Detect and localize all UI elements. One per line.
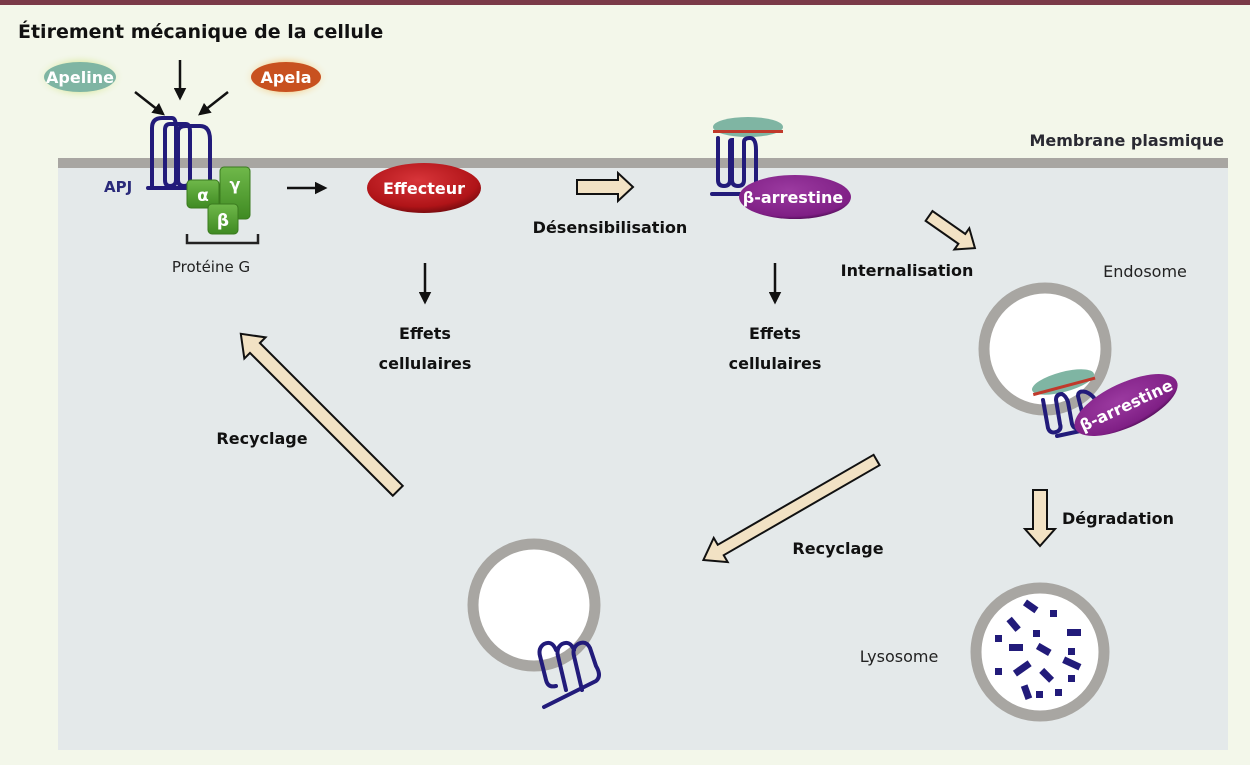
degraded-fragments — [995, 599, 1082, 700]
g-beta-subunit — [207, 203, 239, 235]
effector-label: Effecteur — [383, 179, 465, 198]
g-protein-label: Protéine G — [172, 258, 250, 276]
apeline-label: Apeline — [46, 68, 114, 87]
apeline-arrow — [134, 91, 165, 116]
effects-left-line2: cellulaires — [379, 354, 472, 373]
ligand-apela: Apela — [242, 53, 330, 101]
alpha-label: α — [197, 186, 209, 206]
gamma-label: γ — [230, 175, 241, 194]
apj-receptor-recycling-icon — [537, 640, 601, 709]
g-protein: α γ β — [186, 166, 251, 235]
apela-label: Apela — [261, 68, 312, 87]
degradation-label: Dégradation — [1062, 509, 1174, 528]
apj-label: APJ — [104, 178, 132, 196]
recycling-left-label: Recyclage — [216, 429, 307, 448]
recycling-arrow-right — [701, 453, 881, 564]
ligand-bound-cap — [713, 117, 783, 137]
endosome-ligand-cap — [1031, 369, 1096, 397]
internalization-label: Internalisation — [841, 261, 974, 280]
top-border — [0, 0, 1250, 5]
ligand-apeline: Apeline — [35, 53, 125, 101]
arrestin-label: β-arrestine — [743, 188, 844, 207]
desensitization-arrow — [576, 170, 635, 204]
arrestin: β-arrestine — [739, 175, 851, 219]
degradation-arrow — [1022, 489, 1058, 548]
membrane-label: Membrane plasmique — [1029, 131, 1224, 150]
g-protein-bracket — [185, 234, 260, 245]
apj-receptor-desensitized-icon — [710, 135, 758, 196]
plasma-membrane — [58, 158, 1228, 168]
internalization-arrow — [924, 209, 977, 251]
effector: Effecteur — [367, 163, 481, 213]
apela-arrow — [198, 91, 229, 116]
effects-right-line2: cellulaires — [729, 354, 822, 373]
endosome-label: Endosome — [1103, 262, 1187, 281]
effects-left-line1: Effets — [399, 324, 451, 343]
beta-label: β — [217, 211, 229, 231]
recycling-right-label: Recyclage — [792, 539, 883, 558]
recycling-arrow-left — [239, 332, 405, 498]
desensitization-label: Désensibilisation — [533, 218, 688, 237]
diagram-title: Étirement mécanique de la cellule — [18, 20, 383, 43]
lysosome-label: Lysosome — [860, 647, 939, 666]
recycling-vesicle — [467, 538, 601, 672]
apj-receptor-icon — [146, 116, 212, 190]
effects-right-line1: Effets — [749, 324, 801, 343]
stimulus-arrows — [134, 60, 229, 116]
g-alpha-subunit — [186, 179, 220, 209]
